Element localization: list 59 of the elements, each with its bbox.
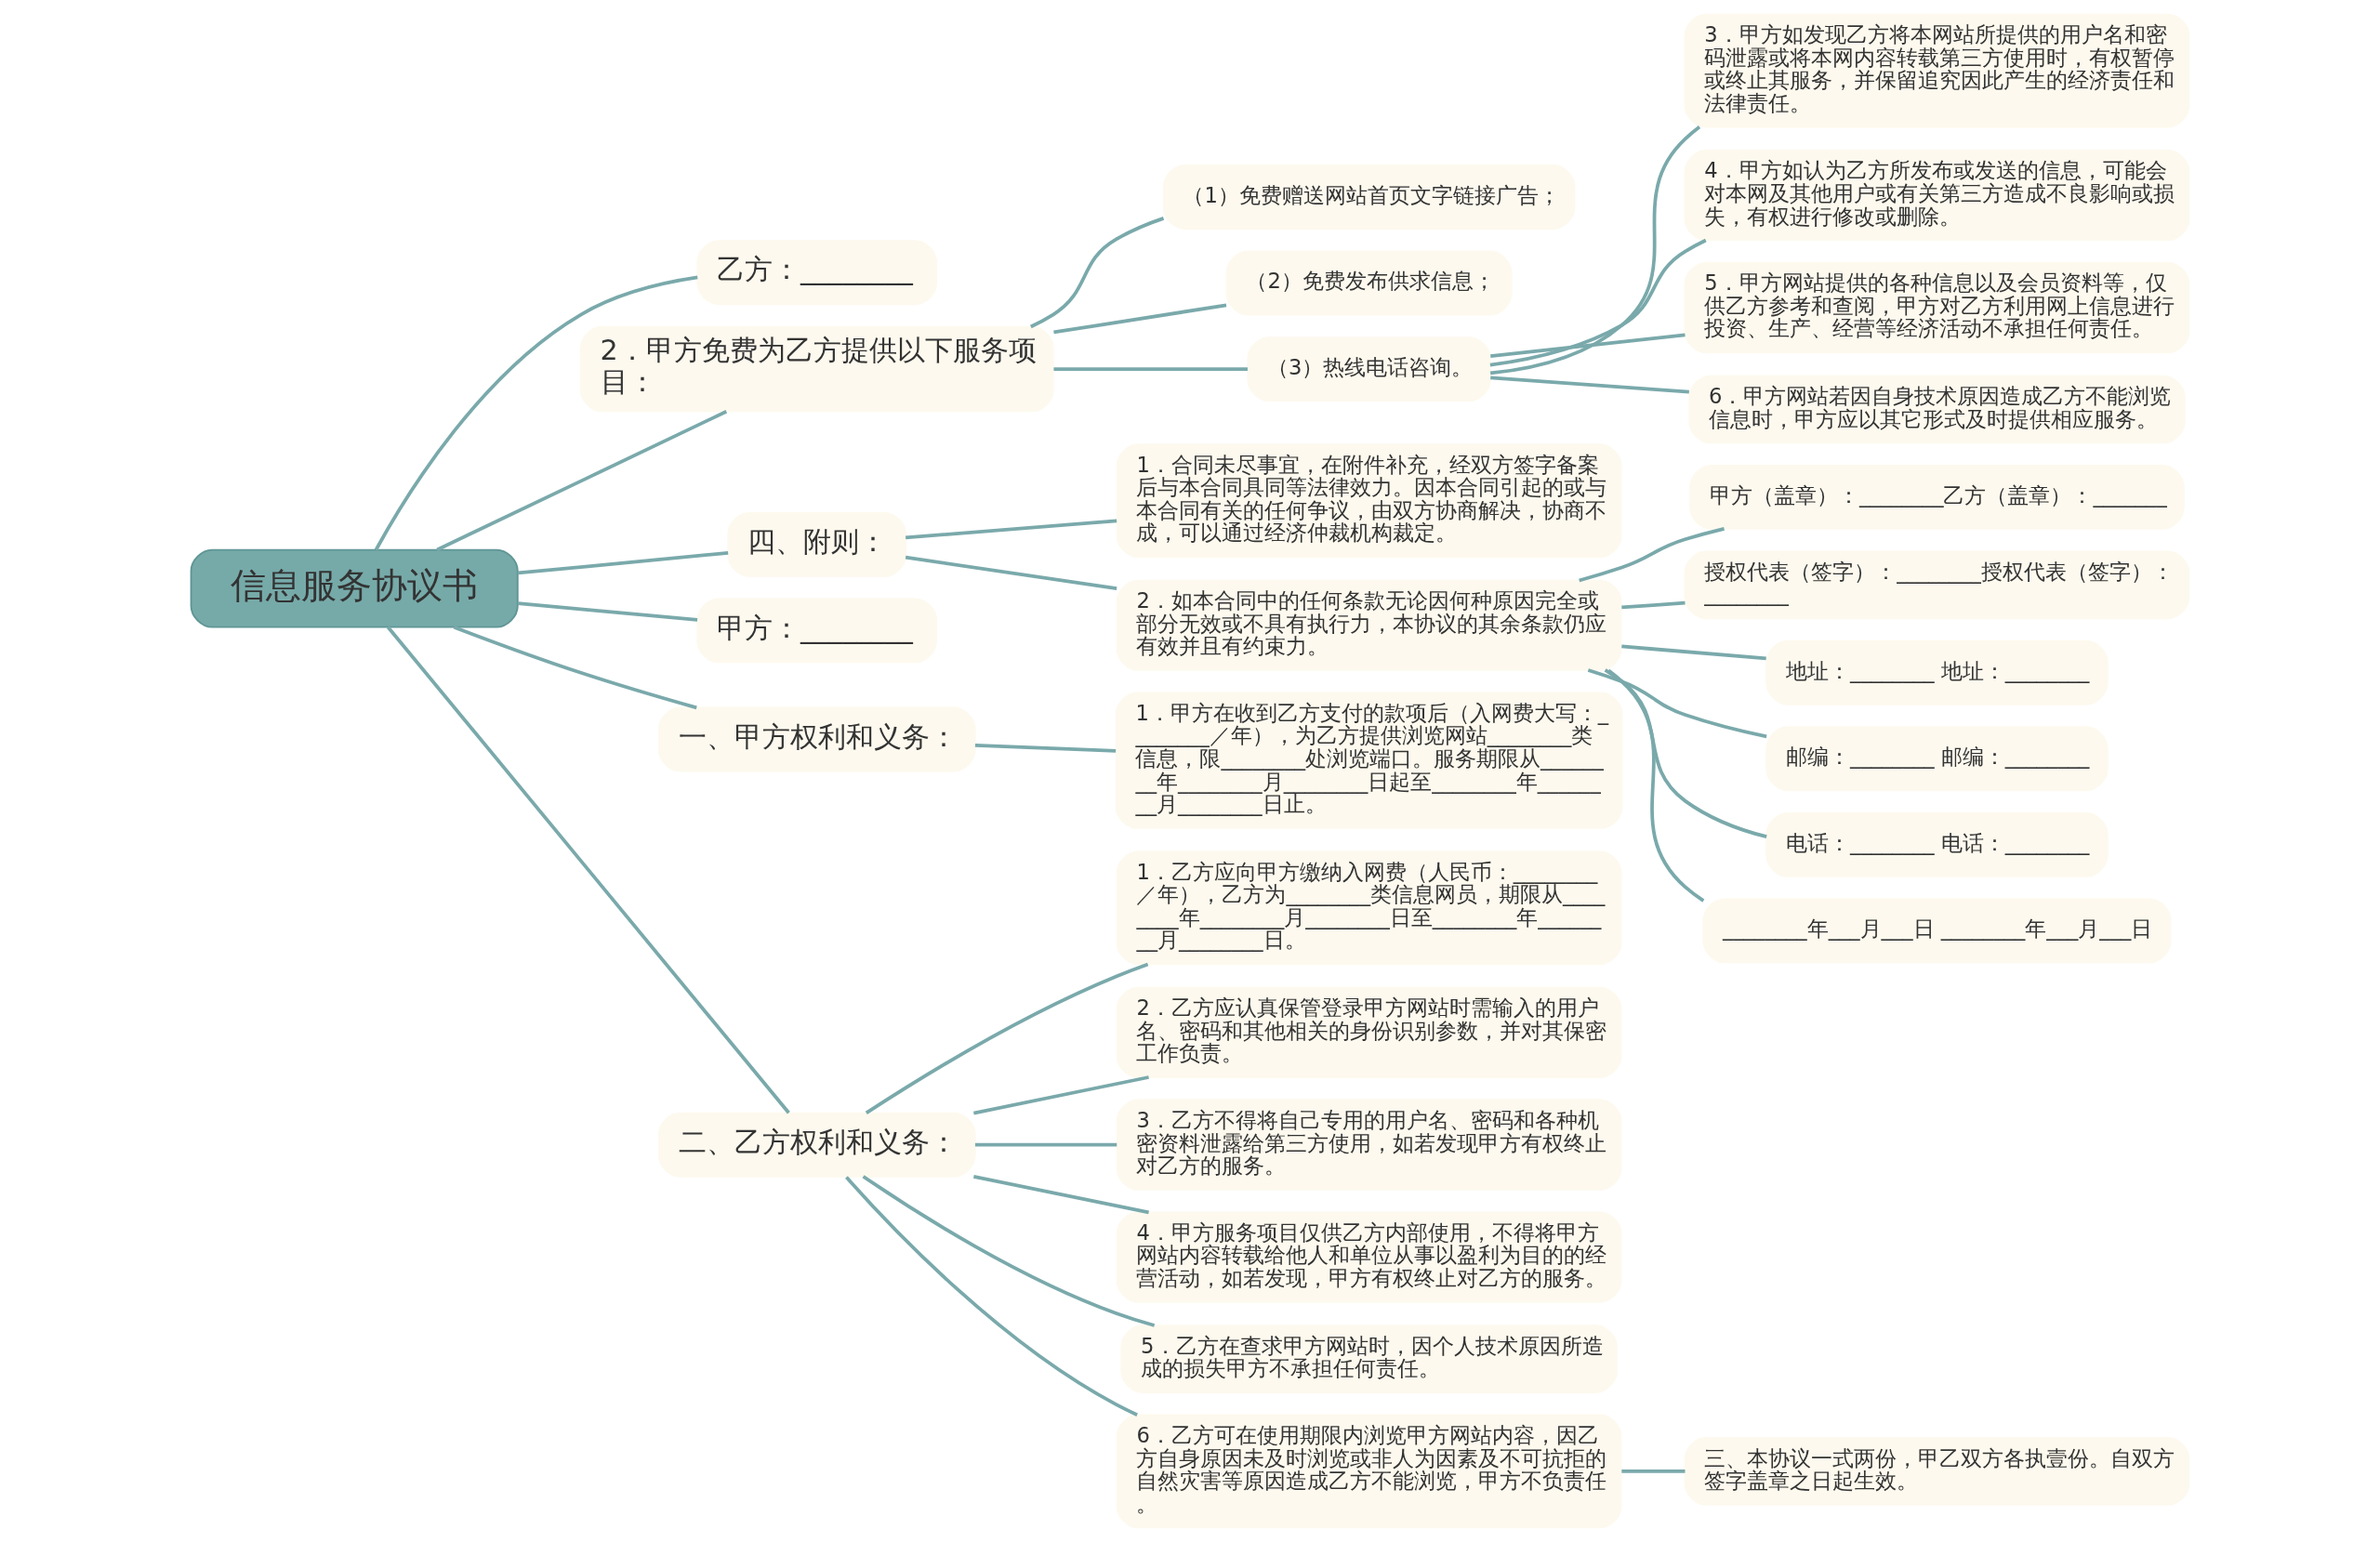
node-box: 6．甲方网站若因自身技术原因造成乙方不能浏览信息时，甲方应以其它形式及时提供相应服务。 (1688, 375, 2186, 444)
connector (845, 1176, 1138, 1417)
connector (1621, 600, 1686, 610)
connector (1490, 376, 1689, 394)
connector (518, 601, 698, 622)
connector (1621, 644, 1766, 661)
connector (374, 275, 698, 551)
connector (1053, 367, 1248, 371)
node-box: 1．乙方应向甲方缴纳入网费（人民币：________／年），乙方为________类信息网员，期限从________年________月________日至________年________月________日。 (1116, 850, 1622, 966)
node-box: ________年___月___日 ________年___月___日 (1702, 898, 2172, 964)
connector (1604, 668, 1767, 838)
node-box: 1．甲方在收到乙方支付的款项后（入网费大写：________／年），为乙方提供浏览网站________类信息，限________处浏览端口。服务期限从________年________月________日起至________年________月________日止。 (1115, 692, 1623, 829)
connector (518, 550, 729, 575)
node-box: 地址：________ 地址：________ (1765, 639, 2109, 705)
connector (1621, 1470, 1686, 1473)
node-box: 2．乙方应认真保管登录甲方网站时需输入的用户名、密码和其他相关的身份识别参数，并对其保密工作负责。 (1116, 986, 1622, 1078)
connector (1053, 303, 1227, 335)
node-box: 电话：________ 电话：________ (1765, 811, 2109, 877)
node-box: 3．乙方不得将自己专用的用户名、密码和各种机密资料泄露给第三方使用，如若发现甲方有权终止对乙方的服务。 (1116, 1099, 1622, 1191)
connector (1587, 668, 1767, 739)
node-box: 4．甲方如认为乙方所发布或发送的信息，可能会对本网及其他用户或有关第三方造成不良影响或损失，有权进行修改或删除。 (1684, 150, 2190, 242)
node-box: 乙方：________ (696, 240, 938, 306)
node-box: 二、乙方权利和义务： (657, 1112, 976, 1178)
node-box: 1．合同未尽事宜，在附件补充，经双方签字备案后与本合同具同等法律效力。因本合同引起的或与本合同有关的任何争议，由双方协商解决，协商不成，可以通过经济仲裁机构裁定。 (1116, 443, 1622, 559)
node-box: 一、甲方权利和义务： (657, 706, 976, 772)
connector (905, 519, 1117, 540)
connector (436, 410, 728, 552)
node-box: （2）免费发布供求信息； (1225, 250, 1513, 316)
node-box: 信息服务协议书 (190, 548, 519, 628)
connector (905, 555, 1117, 590)
node-box: （3）热线电话咨询。 (1247, 336, 1491, 402)
node-box: 3．甲方如发现乙方将本网站所提供的用户名和密码泄露或将本网内容转载第三方使用时，有权暂停或终止其服务，并保留追究因此产生的经济责任和法律责任。 (1684, 13, 2190, 128)
node-box: 5．乙方在查求甲方网站时，因个人技术原因所造成的损失甲方不承担任何责任。 (1120, 1325, 1618, 1393)
connector (1030, 217, 1165, 329)
connector (1489, 238, 1707, 367)
node-box: 甲方：________ (696, 598, 938, 664)
connector (1579, 527, 1725, 583)
node-box: 三、本协议一式两份，甲乙双方各执壹份。自双方签字盖章之日起生效。 (1684, 1437, 2190, 1506)
connector (386, 626, 790, 1114)
connector (453, 625, 697, 710)
connector (1606, 668, 1705, 903)
connector (1489, 125, 1701, 376)
node-box: 邮编：________ 邮编：________ (1765, 726, 2109, 792)
node-box: 甲方（盖章）：________乙方（盖章）：_______ (1689, 465, 2185, 530)
node-box: 6．乙方可在使用期限内浏览甲方网站内容，因乙方自身原因未及时浏览或非人为因素及不可抗拒的自然灾害等原因造成乙方不能浏览，甲方不负责任。 (1116, 1414, 1622, 1529)
node-box: 2．甲方免费为乙方提供以下服务项目： (579, 325, 1054, 413)
node-box: 4．甲方服务项目仅供乙方内部使用，不得将甲方网站内容转载给他人和单位从事以盈利为目的的经营活动，如若发现，甲方有权终止对乙方的服务。 (1116, 1211, 1622, 1303)
node-box: 授权代表（签字）：________授权代表（签字）：________ (1684, 550, 2190, 620)
node-box: （1）免费赠送网站首页文字链接广告； (1162, 165, 1576, 230)
connector (865, 962, 1149, 1114)
connector (862, 1175, 1156, 1327)
node-box: 四、附则： (727, 511, 907, 577)
node-box: 2．如本合同中的任何条款无论因何种原因完全或部分无效或不具有执行力，本协议的其余条款仍应有效并且有约束力。 (1116, 579, 1622, 671)
connector (974, 744, 1117, 753)
node-box: 5．甲方网站提供的各种信息以及会员资料等，仅供乙方参考和查阅，甲方对乙方利用网上信息进行投资、生产、经营等经济活动不承担任何责任。 (1684, 261, 2190, 354)
connector (1490, 333, 1686, 358)
connector (974, 1142, 1117, 1147)
connector (973, 1175, 1149, 1215)
connector (973, 1075, 1149, 1115)
